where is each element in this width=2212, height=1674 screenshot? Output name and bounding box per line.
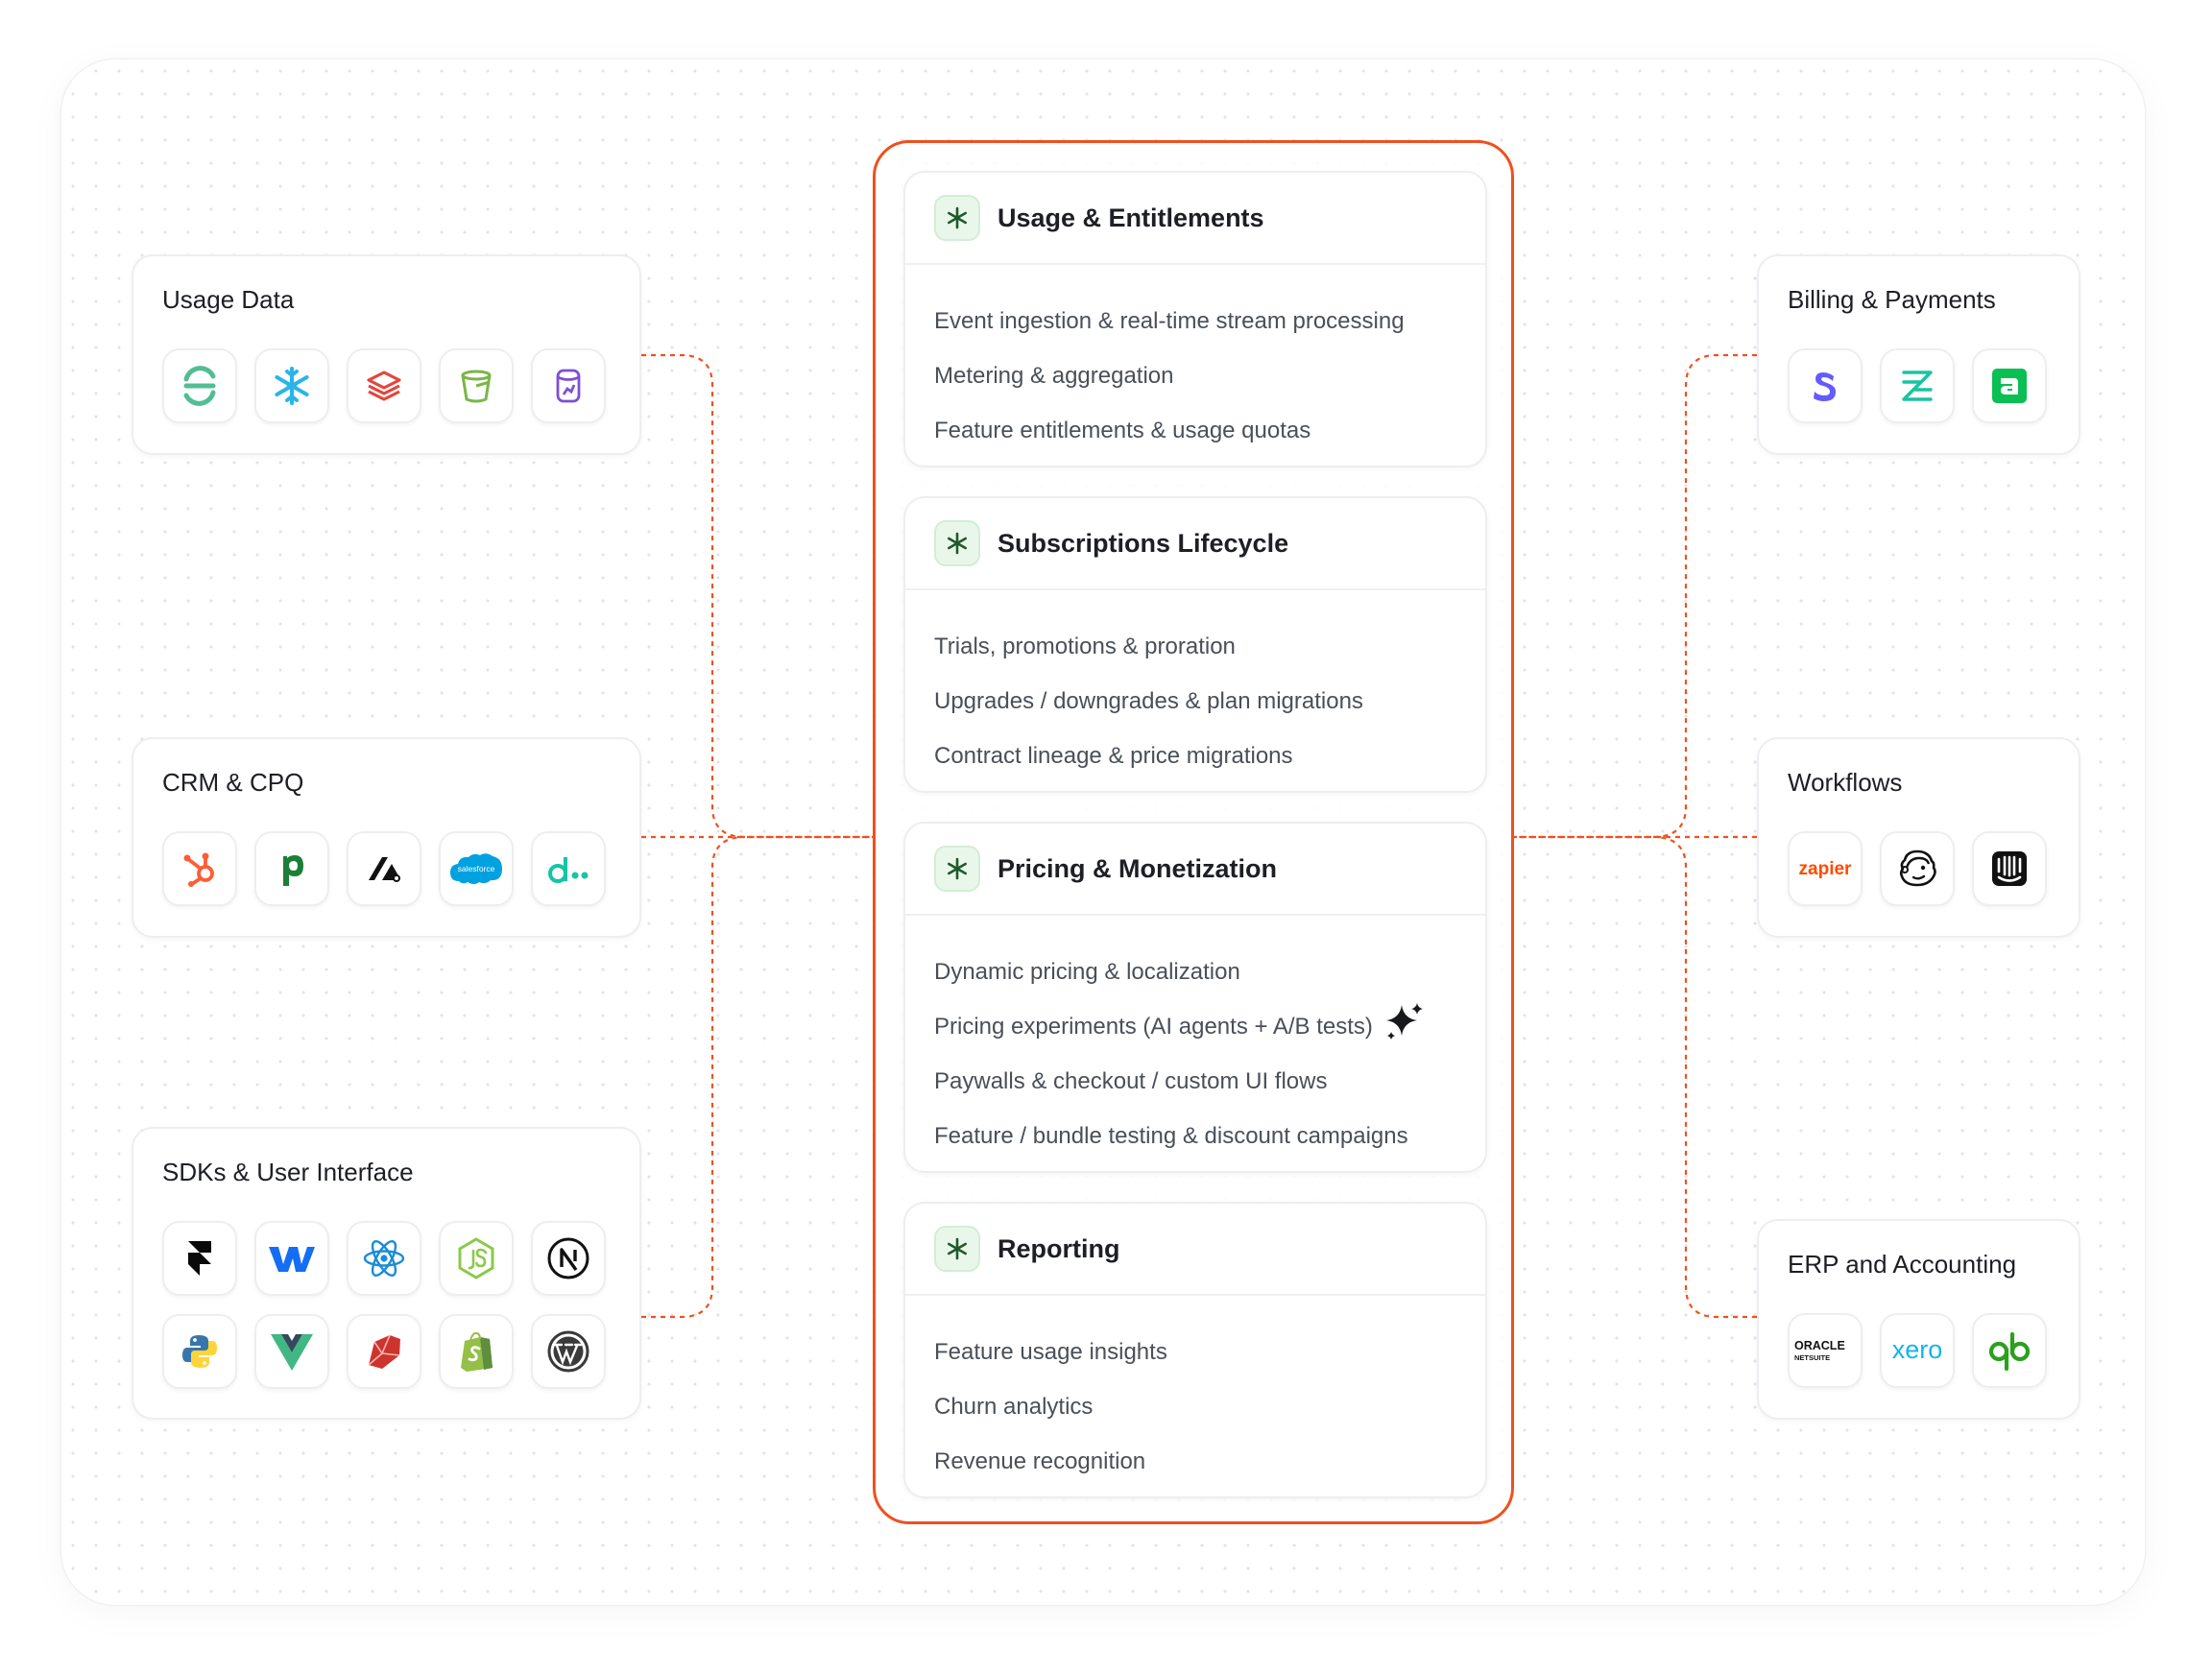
panel-billing-payments: Billing & Payments	[1757, 254, 2080, 455]
asterisk-icon	[934, 195, 980, 241]
list-item: Feature usage insights	[934, 1338, 1167, 1365]
list-item: Metering & aggregation	[934, 362, 1174, 389]
asterisk-icon	[934, 520, 980, 566]
nextjs-icon[interactable]	[531, 1221, 606, 1296]
nodejs-icon[interactable]	[439, 1221, 514, 1296]
attio-icon[interactable]	[347, 831, 421, 906]
xero-icon[interactable]: xero	[1880, 1313, 1955, 1388]
card-title: Pricing & Monetization	[998, 853, 1278, 883]
zapier-wordmark: zapier	[1799, 859, 1853, 879]
list-item: Event ingestion & real-time stream proce…	[934, 307, 1405, 334]
adyen-icon[interactable]	[1972, 348, 2047, 423]
wordpress-icon[interactable]	[531, 1314, 606, 1389]
list-item: Revenue recognition	[934, 1447, 1146, 1474]
list-item: Feature entitlements & usage quotas	[934, 417, 1311, 443]
webflow-icon[interactable]	[254, 1221, 329, 1296]
mailchimp-icon[interactable]	[1880, 831, 1955, 906]
react-icon[interactable]	[347, 1221, 421, 1296]
snowflake-icon[interactable]	[254, 348, 329, 423]
platform-hub: Usage & Entitlements Event ingestion & r…	[873, 140, 1514, 1524]
list-item: Dynamic pricing & localization	[934, 958, 1240, 985]
list-item: Contract lineage & price migrations	[934, 742, 1293, 769]
segment-icon[interactable]	[162, 348, 237, 423]
oracle-wordmark: ORACLE	[1794, 1339, 1845, 1352]
panel-crm-cpq: CRM & CPQ salesforce	[132, 737, 641, 938]
card-usage-entitlements: Usage & Entitlements Event ingestion & r…	[903, 171, 1487, 467]
card-title: Usage & Entitlements	[998, 203, 1264, 232]
panel-title: CRM & CPQ	[162, 768, 304, 797]
panel-sdks-ui: SDKs & User Interface	[132, 1127, 641, 1420]
list-item-label: Pricing experiments (AI agents + A/B tes…	[934, 1013, 1373, 1040]
zuora-icon[interactable]	[1880, 348, 1955, 423]
panel-title: SDKs & User Interface	[162, 1158, 414, 1186]
ruby-icon[interactable]	[347, 1314, 421, 1389]
card-pricing-monetization: Pricing & Monetization Dynamic pricing &…	[903, 822, 1487, 1173]
panel-usage-data: Usage Data	[132, 254, 641, 455]
panel-title: ERP and Accounting	[1788, 1250, 2017, 1279]
s3-bucket-icon[interactable]	[439, 348, 514, 423]
quickbooks-icon[interactable]	[1972, 1313, 2047, 1388]
asterisk-icon	[934, 846, 980, 892]
card-title: Reporting	[998, 1233, 1120, 1263]
python-icon[interactable]	[162, 1314, 237, 1389]
list-item: Churn analytics	[934, 1393, 1094, 1420]
netsuite-wordmark: NETSUITE	[1794, 1353, 1830, 1362]
database-icon[interactable]	[531, 348, 606, 423]
shopify-icon[interactable]	[439, 1314, 514, 1389]
card-title: Subscriptions Lifecycle	[998, 528, 1289, 558]
panel-workflows: Workflows zapier	[1757, 737, 2080, 938]
card-subscriptions-lifecycle: Subscriptions Lifecycle Trials, promotio…	[903, 496, 1487, 793]
sparkle-icon	[1382, 999, 1427, 1054]
stripe-icon[interactable]	[1788, 348, 1863, 423]
databricks-icon[interactable]	[347, 348, 421, 423]
panel-title: Workflows	[1788, 768, 1903, 797]
list-item: Pricing experiments (AI agents + A/B tes…	[934, 999, 1456, 1054]
list-item: Trials, promotions & proration	[934, 633, 1236, 659]
list-item: Upgrades / downgrades & plan migrations	[934, 687, 1363, 714]
vue-icon[interactable]	[254, 1314, 329, 1389]
intercom-icon[interactable]	[1972, 831, 2047, 906]
panel-title: Billing & Payments	[1788, 285, 1996, 314]
pipedrive-icon[interactable]	[254, 831, 329, 906]
salesforce-wordmark: salesforce	[458, 864, 495, 873]
salesforce-icon[interactable]: salesforce	[439, 831, 514, 906]
dealhub-icon[interactable]	[531, 831, 606, 906]
asterisk-icon	[934, 1226, 980, 1272]
zapier-icon[interactable]: zapier	[1788, 831, 1863, 906]
framer-icon[interactable]	[162, 1221, 237, 1296]
panel-title: Usage Data	[162, 285, 295, 314]
xero-wordmark: xero	[1892, 1335, 1943, 1364]
card-reporting: Reporting Feature usage insights Churn a…	[903, 1202, 1487, 1498]
list-item: Paywalls & checkout / custom UI flows	[934, 1067, 1328, 1094]
hubspot-icon[interactable]	[162, 831, 237, 906]
list-item: Feature / bundle testing & discount camp…	[934, 1122, 1408, 1149]
